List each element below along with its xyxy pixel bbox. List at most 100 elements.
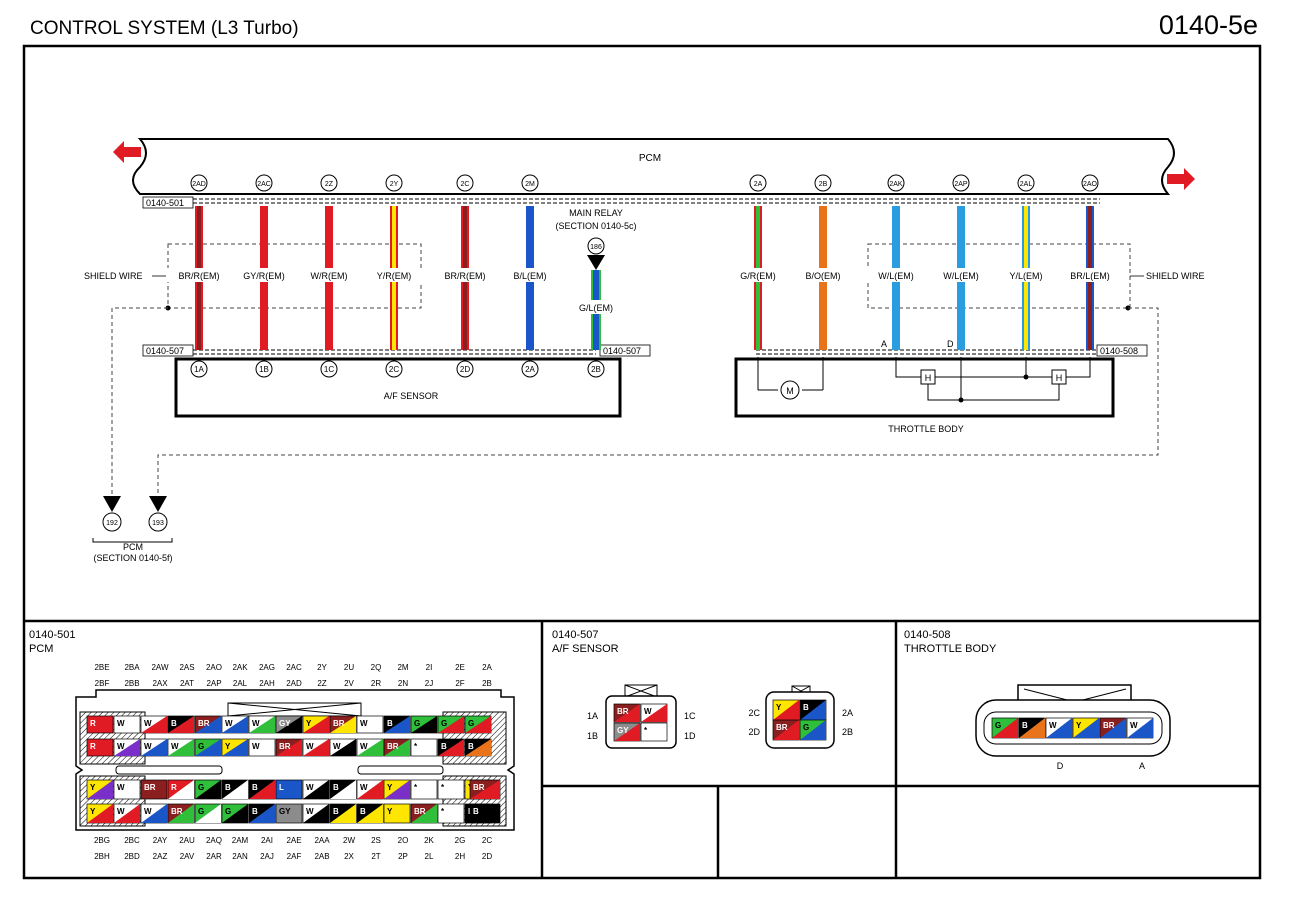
svg-text:B: B [468,742,474,751]
pin-cavity: B [469,803,501,824]
pin-cavity: * [410,738,438,757]
pin-cavity: BR [613,703,641,723]
pin-label: 2I [426,663,433,672]
svg-text:W: W [1130,721,1138,730]
pin-label: 2AN [232,852,248,861]
pin-cavity: W [329,738,357,757]
pin-label: 2AO [206,663,222,672]
svg-text:BR: BR [617,707,629,716]
svg-text:W: W [306,742,314,751]
pin-cavity: G [437,715,465,734]
svg-text:2B: 2B [591,365,601,374]
outer-frame [22,44,1262,880]
svg-text:2B: 2B [819,181,828,188]
pcm-bar-label: PCM [639,153,661,164]
pin-cavity: G [194,779,222,800]
svg-text:W: W [360,719,368,728]
pin-cavity: W [113,803,141,824]
pin-label: 2Q [371,663,382,672]
svg-text:H: H [925,373,932,383]
pin-cavity: B [221,779,249,800]
svg-text:W/R(EM): W/R(EM) [311,271,348,281]
svg-text:(SECTION 0140-5f): (SECTION 0140-5f) [93,553,172,563]
svg-text:Y: Y [225,742,231,751]
svg-text:2C: 2C [748,708,760,718]
pin-cavity: B [329,803,357,824]
svg-text:1B: 1B [259,365,269,374]
svg-text:2AC: 2AC [257,181,271,188]
svg-text:0140-501: 0140-501 [29,629,76,641]
svg-text:GY: GY [279,719,291,728]
wires-left: 2ADBR/R(EM)1A2ACGY/R(EM)1B2ZW/R(EM)1C2YY… [166,174,563,378]
svg-text:186: 186 [590,244,602,251]
svg-text:G: G [414,719,420,728]
pin-label: 2K [424,836,434,845]
svg-text:B: B [333,783,339,792]
svg-text:193: 193 [152,520,164,527]
pin-label: 2C [482,836,492,845]
svg-text:2A: 2A [754,181,763,188]
pin-cavity: B [383,715,411,734]
svg-text:2C: 2C [389,365,399,374]
svg-text:BR: BR [776,723,788,732]
pin-cavity: Y [302,715,330,734]
svg-text:W: W [117,783,125,792]
pin-cavity: W [248,715,276,734]
pin-cavity: G [194,803,222,824]
svg-text:BR: BR [414,807,426,816]
pin-cavity: W [113,738,141,757]
svg-text:2Y: 2Y [390,181,399,188]
svg-text:1C: 1C [324,365,334,374]
svg-text:2Z: 2Z [325,181,334,188]
svg-text:B: B [441,742,447,751]
pin-label: 2X [344,852,354,861]
pin-cavity: W [113,779,141,800]
svg-text:B: B [225,783,231,792]
svg-text:2M: 2M [525,181,535,188]
pin-cavity: W [302,803,330,824]
svg-text:THROTTLE BODY: THROTTLE BODY [904,643,997,655]
pin-label: 2M [397,663,408,672]
svg-text:BR: BR [1103,721,1115,730]
svg-text:B: B [473,807,479,816]
svg-text:G: G [198,783,204,792]
pin-label: 2Z [317,679,326,688]
svg-text:0140-508: 0140-508 [904,629,951,641]
pin-cavity: R [86,738,114,757]
pin-label: 2BG [94,836,110,845]
pin-cavity: BR [275,738,303,757]
pin-label: 2BE [94,663,109,672]
svg-text:D: D [947,339,954,349]
svg-text:1C: 1C [684,711,696,721]
pin-label: 2AL [233,679,248,688]
pin-cavity: L [275,779,303,800]
pin-cavity: R [167,779,195,800]
svg-text:L: L [279,783,284,792]
page-code: 0140-5e [1158,10,1258,40]
pin-cavity: G [991,717,1019,739]
right-arrow-icon [1167,168,1195,190]
svg-text:G: G [225,807,231,816]
pin-cavity: W [302,738,330,757]
svg-text:MAIN RELAY: MAIN RELAY [569,208,623,218]
svg-text:(SECTION 0140-5c): (SECTION 0140-5c) [555,221,636,231]
svg-text:W: W [333,742,341,751]
svg-text:A/F SENSOR: A/F SENSOR [384,391,439,401]
pin-cavity: W [140,803,168,824]
pin-cavity: B [437,738,465,757]
svg-text:GY: GY [617,726,629,735]
pin-label: 2H [455,852,465,861]
svg-text:R: R [171,783,177,792]
pcm-reference: 192 193 PCM (SECTION 0140-5f) [92,496,173,563]
svg-text:B: B [803,703,809,712]
svg-text:BR: BR [333,719,345,728]
svg-text:0140-508: 0140-508 [1100,346,1138,356]
pin-cavity: BR [772,719,800,741]
pin-label: 2S [371,836,381,845]
svg-text:0140-507: 0140-507 [552,629,599,641]
svg-text:D: D [1057,761,1064,771]
pin-cavity: W [356,779,384,800]
pin-cavity: * [437,803,465,824]
pin-label: 2AE [286,836,301,845]
